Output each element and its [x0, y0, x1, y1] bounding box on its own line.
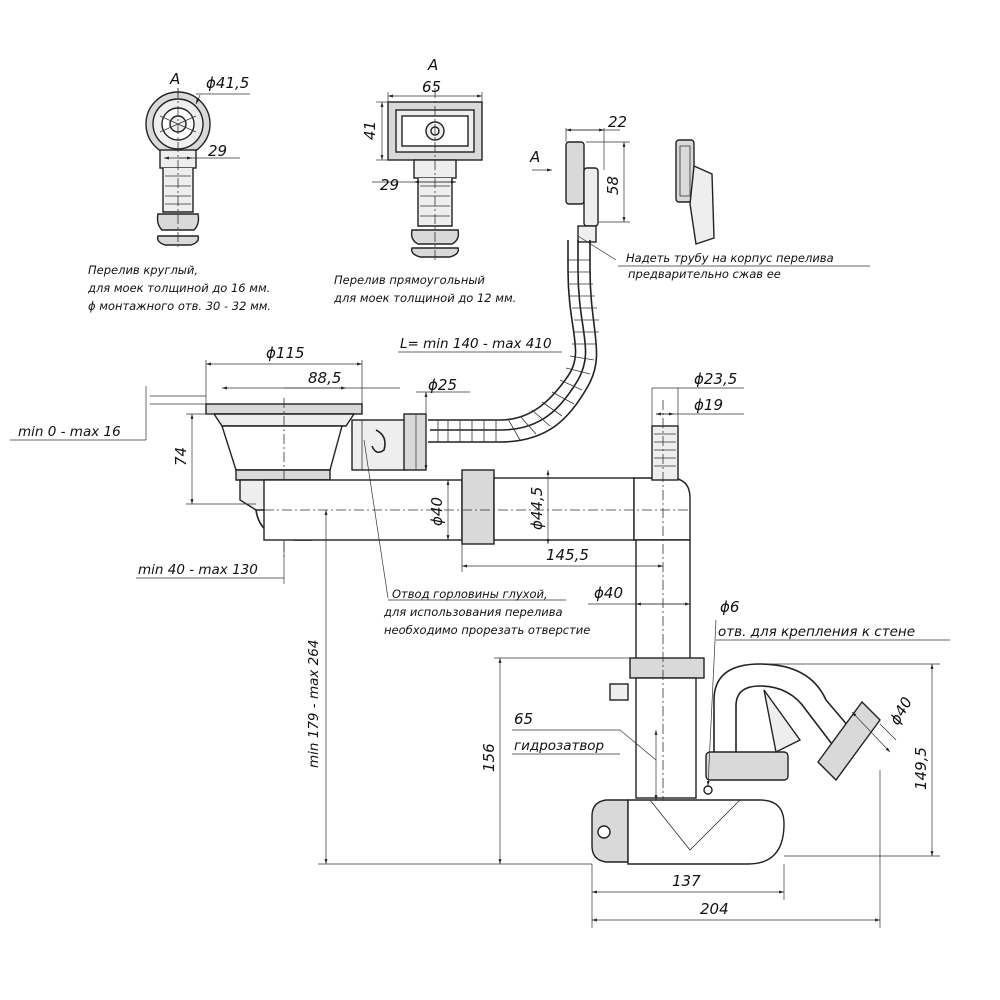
dim-25: ϕ25 — [428, 376, 457, 394]
outlet-note-1: Отвод горловины глухой, — [392, 587, 548, 601]
dim-149-5: 149,5 — [912, 747, 930, 790]
rect-overflow-note-1: Перелив прямоугольный — [334, 273, 485, 287]
dim-204: 204 — [700, 900, 729, 918]
dim-19: ϕ19 — [694, 396, 723, 414]
overflow-side-view: A 22 58 — [529, 113, 630, 243]
min179-max264-label: min 179 - max 264 — [306, 640, 322, 768]
dim-88-5: 88,5 — [308, 369, 341, 387]
wall-hole-label: отв. для крепления к стене — [718, 624, 915, 640]
overflow-corrugated-hose: L= min 140 - max 410 Надеть трубу на кор… — [398, 235, 870, 443]
hose-note-1: Надеть трубу на корпус перелива — [626, 251, 834, 265]
min40-max130-label: min 40 - max 130 — [138, 562, 258, 578]
hose-note-2: предварительно сжав ее — [628, 267, 781, 281]
dim-29-mid: 29 — [380, 176, 399, 194]
dim-22: 22 — [608, 113, 627, 131]
dim-40-b: ϕ40 — [594, 584, 623, 602]
dim-23-5: ϕ23,5 — [694, 370, 737, 388]
outlet-note-3: необходимо прорезать отверстие — [384, 623, 590, 637]
dim-115: ϕ115 — [266, 344, 305, 362]
view-a-arrow-label: A — [529, 148, 540, 166]
diameter-41-5-label: ϕ41,5 — [206, 74, 249, 92]
outlet-note-2: для использования перелива — [383, 605, 563, 619]
dimensions: ϕ115 88,5 ϕ25 ϕ23,5 ϕ19 min 0 - max 16 7… — [10, 344, 950, 928]
dim-145-5: 145,5 — [546, 546, 589, 564]
hose-length-label: L= min 140 - max 410 — [400, 336, 552, 352]
dim-44-5: ϕ44,5 — [528, 487, 546, 530]
view-a-label-left: A — [169, 70, 180, 88]
dim-137: 137 — [672, 872, 701, 890]
dim-29-left: 29 — [208, 142, 227, 160]
min0-max16-label: min 0 - max 16 — [18, 424, 121, 440]
dim-74: 74 — [172, 447, 190, 466]
dim-58: 58 — [604, 176, 622, 195]
dim-41: 41 — [361, 121, 379, 140]
water-seal-label: гидрозатвор — [514, 738, 604, 754]
round-overflow-note-1: Перелив круглый, — [88, 263, 198, 277]
rect-overflow-part: A 65 41 29 Перелив прямоугольный для мое… — [333, 56, 516, 305]
bottle-trap — [591, 663, 881, 865]
round-overflow-part: A ϕ41,5 29 Перелив круглый, для моек тол… — [87, 70, 271, 313]
view-a-label-mid: A — [427, 56, 438, 74]
dim-65-seal: 65 — [514, 710, 533, 728]
vertical-standpipe — [609, 400, 705, 820]
dim-156: 156 — [480, 743, 498, 772]
dim-65-top: 65 — [422, 78, 441, 96]
dim-6: ϕ6 — [720, 598, 739, 616]
rect-overflow-note-2: для моек толщиной до 12 мм. — [333, 291, 516, 305]
round-overflow-note-2: для моек толщиной до 16 мм. — [87, 281, 270, 295]
dim-40-a: ϕ40 — [428, 497, 446, 526]
round-overflow-note-3: ϕ монтажного отв. 30 - 32 мм. — [88, 299, 271, 313]
overflow-side-view-2 — [675, 139, 715, 245]
horizontal-drain-pipe — [263, 469, 691, 545]
dim-40-c: ϕ40 — [886, 694, 916, 728]
